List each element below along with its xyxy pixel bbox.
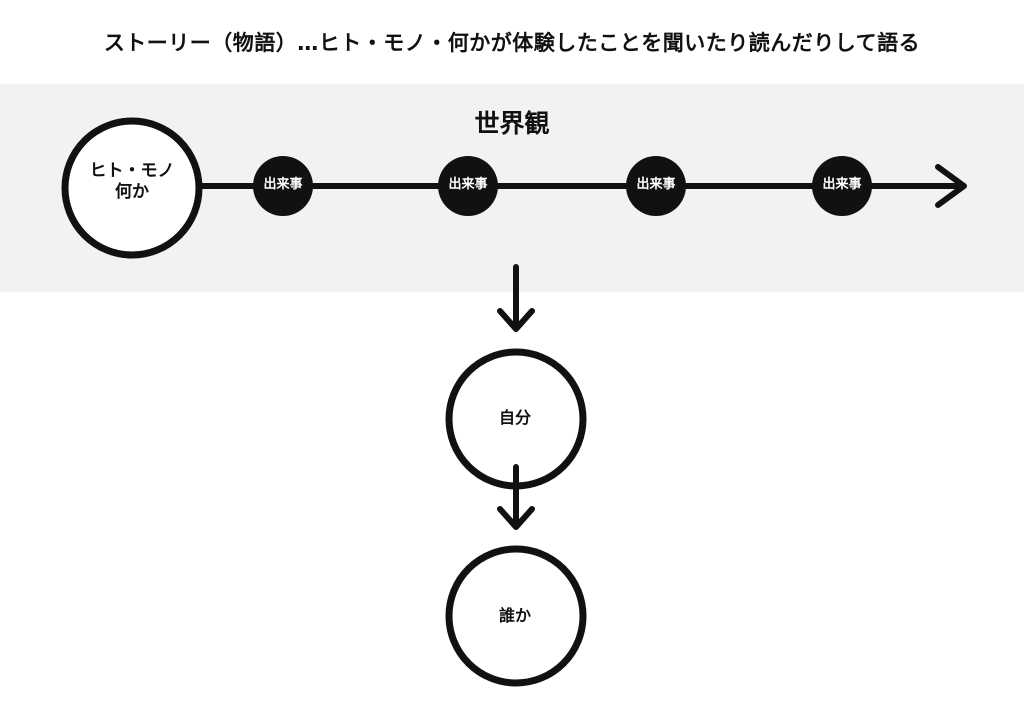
arrow-to-someone-head — [497, 506, 535, 530]
event-node-2 — [438, 156, 498, 216]
event-label-4: 出来事 — [822, 177, 862, 192]
event-label-1: 出来事 — [263, 177, 303, 192]
event-node-3 — [626, 156, 686, 216]
subject-label: ヒト・モノ 何か — [68, 161, 196, 204]
subject-circle — [61, 117, 203, 259]
event-label-2: 出来事 — [448, 177, 488, 192]
event-label-3: 出来事 — [636, 177, 676, 192]
arrow-to-self-head — [497, 308, 535, 332]
event-node-4 — [812, 156, 872, 216]
world-label: 世界観 — [474, 109, 550, 138]
subject-label-line2: 何か — [115, 182, 149, 203]
someone-label: 誰か — [498, 606, 531, 625]
timeline-arrowhead — [935, 164, 967, 208]
page-title: ストーリー（物語）…ヒト・モノ・何かが体験したことを聞いたり読んだりして語る — [103, 31, 921, 55]
someone-circle — [445, 545, 587, 687]
event-node-1 — [253, 156, 313, 216]
subject-label-line1: ヒト・モノ — [89, 161, 175, 181]
self-label: 自分 — [498, 408, 531, 427]
